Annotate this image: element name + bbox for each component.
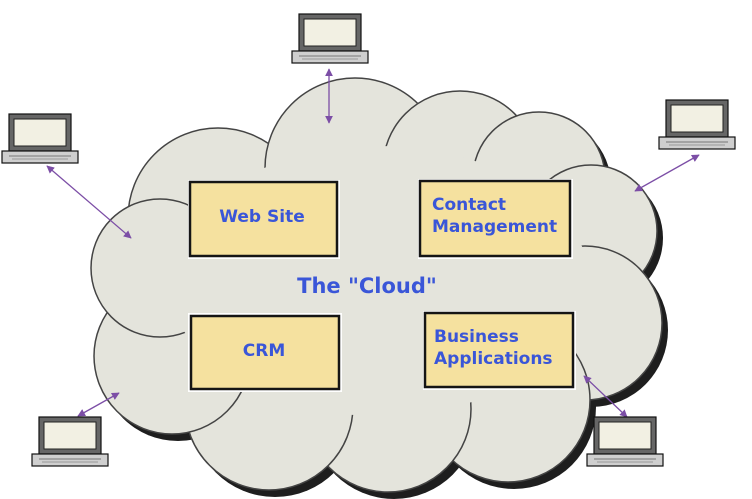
laptop-upper-right-icon [658,99,736,150]
laptop-lower-left-icon [31,416,109,467]
web-site-box: Web Site [188,180,340,259]
lower-right-laptop-connection-arrow [583,375,628,418]
laptop-upper-left-icon [1,113,79,164]
contact-management-label-line-1: Contact [432,195,506,215]
business-applications-label-line-1: Business [434,327,519,347]
contact-management-box: Contact Management [418,179,573,259]
cloud-title: The "Cloud" [297,274,437,298]
contact-management-label-line-2: Management [432,217,557,237]
upper-right-laptop-connection-arrow [634,154,700,192]
web-site-label: Web Site [219,207,305,227]
business-applications-label-line-2: Applications [434,349,553,369]
laptop-top-icon [291,13,369,64]
crm-box: CRM [188,313,342,392]
crm-label: CRM [243,341,285,361]
upper-left-laptop-connection-arrow [46,165,132,239]
laptop-lower-right-icon [586,416,664,467]
business-applications-box: Business Applications [423,311,576,390]
lower-left-laptop-connection-arrow [77,392,120,417]
